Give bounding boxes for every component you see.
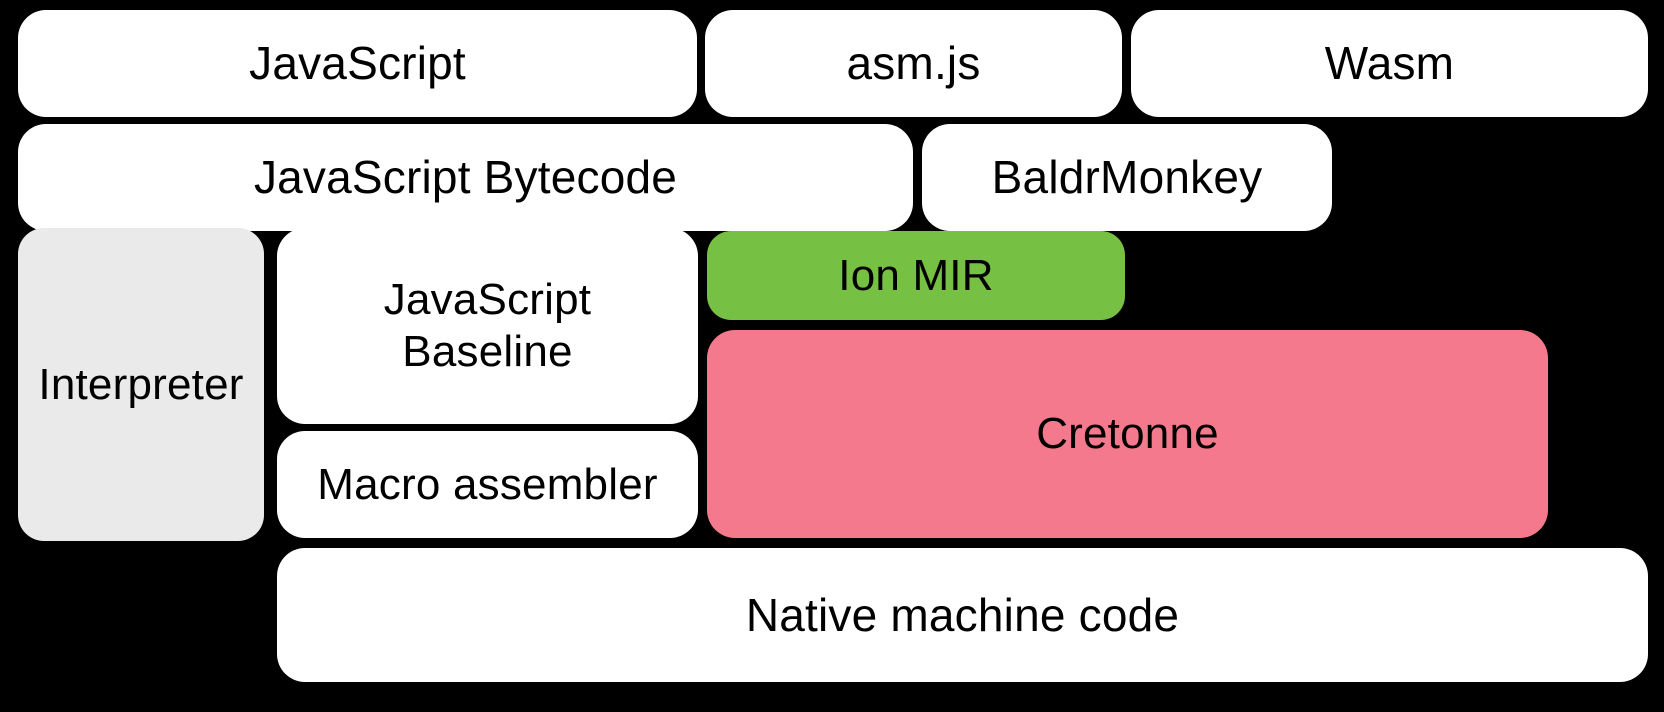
node-javascript-label: JavaScript [249,37,466,90]
node-interpreter-label: Interpreter [38,359,244,409]
node-cretonne: Cretonne [707,330,1548,538]
node-baldrmonkey-label: BaldrMonkey [991,151,1263,204]
node-native-machine-code-label: Native machine code [745,588,1180,641]
node-javascript: JavaScript [18,10,697,117]
node-baldrmonkey: BaldrMonkey [922,124,1332,231]
node-interpreter: Interpreter [18,228,264,541]
node-asmjs: asm.js [705,10,1122,117]
node-cretonne-label: Cretonne [1036,409,1219,459]
node-macro-assembler-label: Macro assembler [317,459,658,509]
node-wasm: Wasm [1131,10,1648,117]
node-asmjs-label: asm.js [846,37,981,90]
node-javascript-baseline-label-line1: JavaScript [383,275,592,325]
node-macro-assembler: Macro assembler [277,431,698,538]
node-wasm-label: Wasm [1324,37,1455,90]
node-javascript-baseline-label: JavaScript Baseline [384,274,591,378]
node-javascript-baseline-label-line2: Baseline [402,327,573,376]
node-native-machine-code: Native machine code [277,548,1648,682]
node-javascript-bytecode: JavaScript Bytecode [18,124,913,231]
node-javascript-baseline: JavaScript Baseline [277,228,698,424]
node-ion-mir-label: Ion MIR [838,250,994,300]
node-ion-mir: Ion MIR [707,231,1125,320]
node-javascript-bytecode-label: JavaScript Bytecode [253,151,678,204]
